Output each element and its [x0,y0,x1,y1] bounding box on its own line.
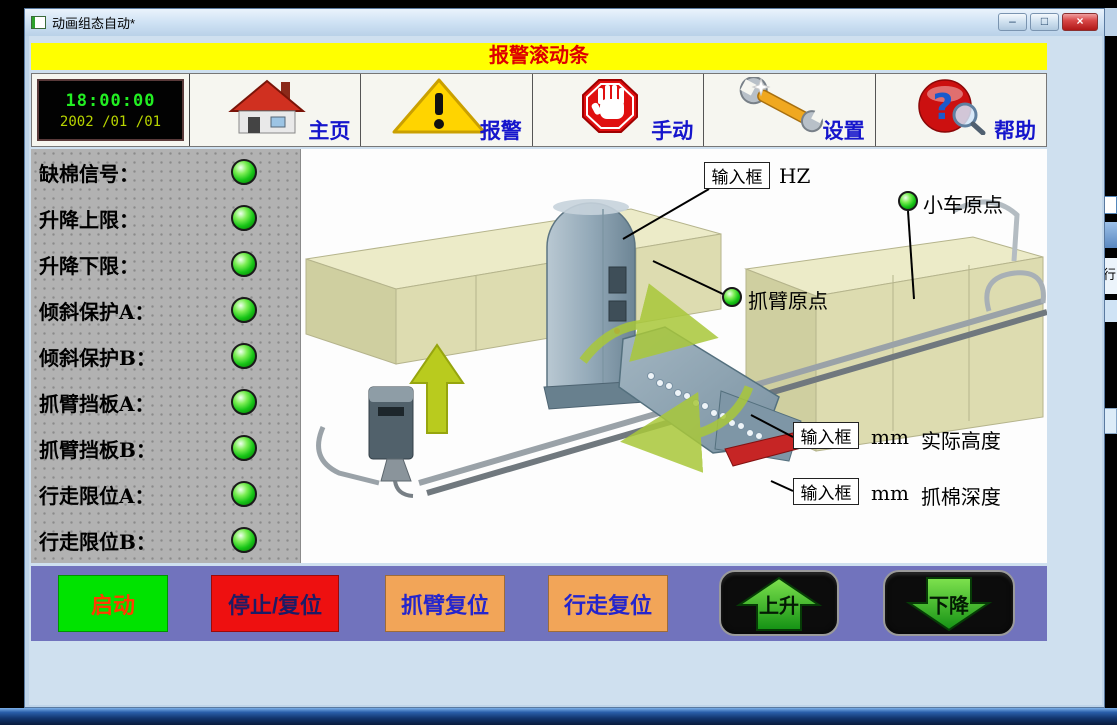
app-window: 动画组态自动* – □ × 报警滚动条 18:00:00 2002 /01 /0… [24,8,1105,708]
close-button[interactable]: × [1062,13,1098,31]
stop-reset-button[interactable]: 停止/复位 [211,575,339,632]
clock-display: 18:00:00 2002 /01 /01 [37,79,184,141]
actual-height-input[interactable]: 输入框 [793,422,859,449]
status-label: 抓臂挡板B： [39,437,156,462]
controls-bar: 启动 停止/复位 抓臂复位 行走复位 上升 [31,566,1047,641]
status-led [231,251,257,277]
up-arrow-icon [735,576,823,631]
toolbar-label-settings: 设置 [822,120,865,143]
status-label: 行走限位A： [39,483,155,508]
status-row: 抓臂挡板A： [31,379,300,425]
status-row: 倾斜保护B： [31,333,300,379]
status-row: 升降上限： [31,195,300,241]
status-led [231,297,257,323]
edge-window-fragment [1104,8,1117,36]
toolbar-button-manual[interactable]: 手动 [533,74,705,146]
start-button[interactable]: 启动 [58,575,168,632]
toolbar-button-home[interactable]: 主页 [190,74,362,146]
arm-reset-button[interactable]: 抓臂复位 [385,575,505,632]
taskbar-strip [0,708,1117,725]
status-label: 行走限位B： [39,529,156,554]
up-button[interactable]: 上升 [719,570,839,636]
client-area: 报警滚动条 18:00:00 2002 /01 /01 [29,36,1102,705]
svg-text:?: ? [932,87,953,128]
down-arrow-icon [905,577,993,632]
status-row: 升降下限： [31,241,300,287]
status-label: 倾斜保护B： [39,345,156,370]
edge-window-fragment [1103,408,1117,434]
window-icon [31,16,46,29]
height-caption: 实际高度 [920,429,1001,453]
toolbar-button-settings[interactable]: 设置 [704,74,876,146]
arm-origin-label: 抓臂原点 [748,289,828,313]
status-row: 倾斜保护A： [31,287,300,333]
toolbar: 18:00:00 2002 /01 /01 主页 [31,73,1047,147]
machine-diagram: 输入框 HZ 小车原点 抓臂原点 输入框 mm 实际高度 输入框 mm 抓棉深度 [301,149,1047,563]
toolbar-label-alarm: 报警 [479,120,522,143]
titlebar[interactable]: 动画组态自动* – □ × [25,9,1104,36]
toolbar-label-help: 帮助 [994,120,1037,143]
status-label: 升降下限： [39,253,139,278]
edge-window-fragment [1103,222,1117,248]
edge-window-fragment [1103,196,1117,214]
travel-reset-button[interactable]: 行走复位 [548,575,668,632]
cart-origin-led [898,191,918,211]
toolbar-button-alarm[interactable]: 报警 [361,74,533,146]
status-led [231,481,257,507]
alarm-banner: 报警滚动条 [31,43,1047,70]
frequency-input[interactable]: 输入框 [704,162,770,189]
status-led [231,389,257,415]
status-led [231,527,257,553]
status-led [231,435,257,461]
height-unit-label: mm [871,425,909,449]
toolbar-label-manual: 手动 [651,120,694,143]
status-label: 缺棉信号： [39,161,139,186]
status-led [231,159,257,185]
clock-time: 18:00:00 [65,90,156,111]
home-icon [228,79,306,134]
minimize-button[interactable]: – [998,13,1027,31]
down-button[interactable]: 下降 [883,570,1015,636]
status-row: 抓臂挡板B： [31,425,300,471]
maximize-button[interactable]: □ [1030,13,1059,31]
status-led [231,205,257,231]
depth-caption: 抓棉深度 [920,485,1001,509]
toolbar-button-help[interactable]: ? 帮助 [876,74,1046,146]
arm-origin-led [722,287,742,307]
machine-drawing [305,188,1047,498]
clock-date: 2002 /01 /01 [59,113,162,130]
status-label: 升降上限： [39,207,139,232]
status-panel: 缺棉信号： 升降上限： 升降下限： 倾斜保护A： 倾斜保护B： [31,149,301,563]
edge-window-fragment: 行 [1102,258,1117,294]
status-row: 行走限位B： [31,517,300,563]
edge-window-fragment [1103,300,1117,322]
toolbar-label-home: 主页 [308,120,351,143]
clock-cell: 18:00:00 2002 /01 /01 [32,74,190,146]
status-led [231,343,257,369]
frequency-unit-label: HZ [779,164,811,188]
grab-depth-input[interactable]: 输入框 [793,478,859,505]
status-row: 缺棉信号： [31,149,300,195]
up-button-label: 上升 [759,595,799,618]
depth-unit-label: mm [871,481,909,505]
status-label: 倾斜保护A： [39,299,155,324]
hand-stop-icon [582,79,639,133]
wrench-icon [740,77,827,133]
status-label: 抓臂挡板A： [39,391,155,416]
window-title: 动画组态自动* [52,16,136,31]
cart-origin-label: 小车原点 [923,193,1003,217]
down-button-label: 下降 [929,595,969,618]
status-row: 行走限位A： [31,471,300,517]
help-icon: ? [918,79,986,135]
alarm-icon [392,78,486,134]
